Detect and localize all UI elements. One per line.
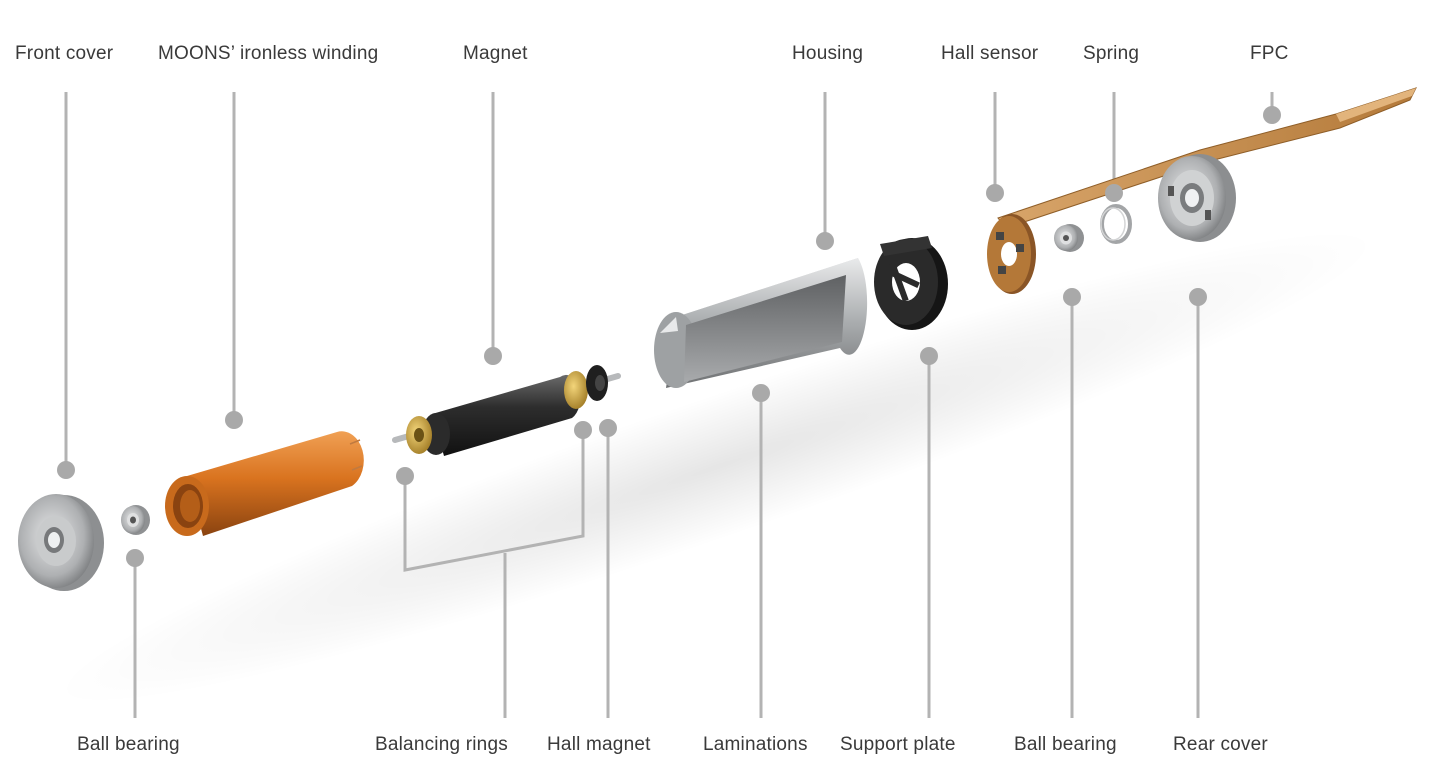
label-front-cover: Front cover <box>15 43 114 64</box>
spring-part <box>1100 204 1132 244</box>
label-support-plate: Support plate <box>840 734 956 755</box>
label-rear-cover: Rear cover <box>1173 734 1268 755</box>
label-ball-bearing-rear: Ball bearing <box>1014 734 1117 755</box>
label-hall-magnet: Hall magnet <box>547 734 651 755</box>
dot-support-plate <box>920 347 938 365</box>
dot-hall-magnet <box>599 419 617 437</box>
label-fpc: FPC <box>1250 43 1289 64</box>
ball-bearing-rear-part <box>1054 224 1084 252</box>
dot-housing <box>816 232 834 250</box>
dot-ball-bearing-front <box>126 549 144 567</box>
label-hall-sensor: Hall sensor <box>941 43 1039 64</box>
front-cover-part <box>18 494 104 591</box>
dot-balancing-ring-1 <box>396 467 414 485</box>
dot-balancing-ring-2 <box>574 421 592 439</box>
winding-part <box>165 431 364 536</box>
label-ball-bearing-front: Ball bearing <box>77 734 180 755</box>
housing-part <box>654 258 868 388</box>
dot-hall-sensor <box>986 184 1004 202</box>
label-magnet: Magnet <box>463 43 528 64</box>
magnet-rotor-part <box>392 365 621 456</box>
label-laminations: Laminations <box>703 734 808 755</box>
dot-rear-cover <box>1189 288 1207 306</box>
dot-winding <box>225 411 243 429</box>
leader-lines <box>64 92 1274 718</box>
support-plate-part <box>874 236 948 330</box>
hall-sensor-part <box>987 214 1036 294</box>
ball-bearing-front-part <box>121 505 150 535</box>
dot-fpc <box>1263 106 1281 124</box>
floor-shadow <box>54 229 1379 705</box>
dot-front-cover <box>57 461 75 479</box>
leader-balancing-rings <box>403 430 585 572</box>
dot-laminations <box>752 384 770 402</box>
label-spring: Spring <box>1083 43 1140 64</box>
dot-magnet <box>484 347 502 365</box>
dot-spring <box>1105 184 1123 202</box>
rear-cover-part <box>1158 154 1236 242</box>
label-balancing-rings: Balancing rings <box>375 734 508 755</box>
leader-dots <box>57 106 1281 567</box>
dot-ball-bearing-rear <box>1063 288 1081 306</box>
label-winding: MOONS’ ironless winding <box>158 43 379 64</box>
label-housing: Housing <box>792 43 864 64</box>
